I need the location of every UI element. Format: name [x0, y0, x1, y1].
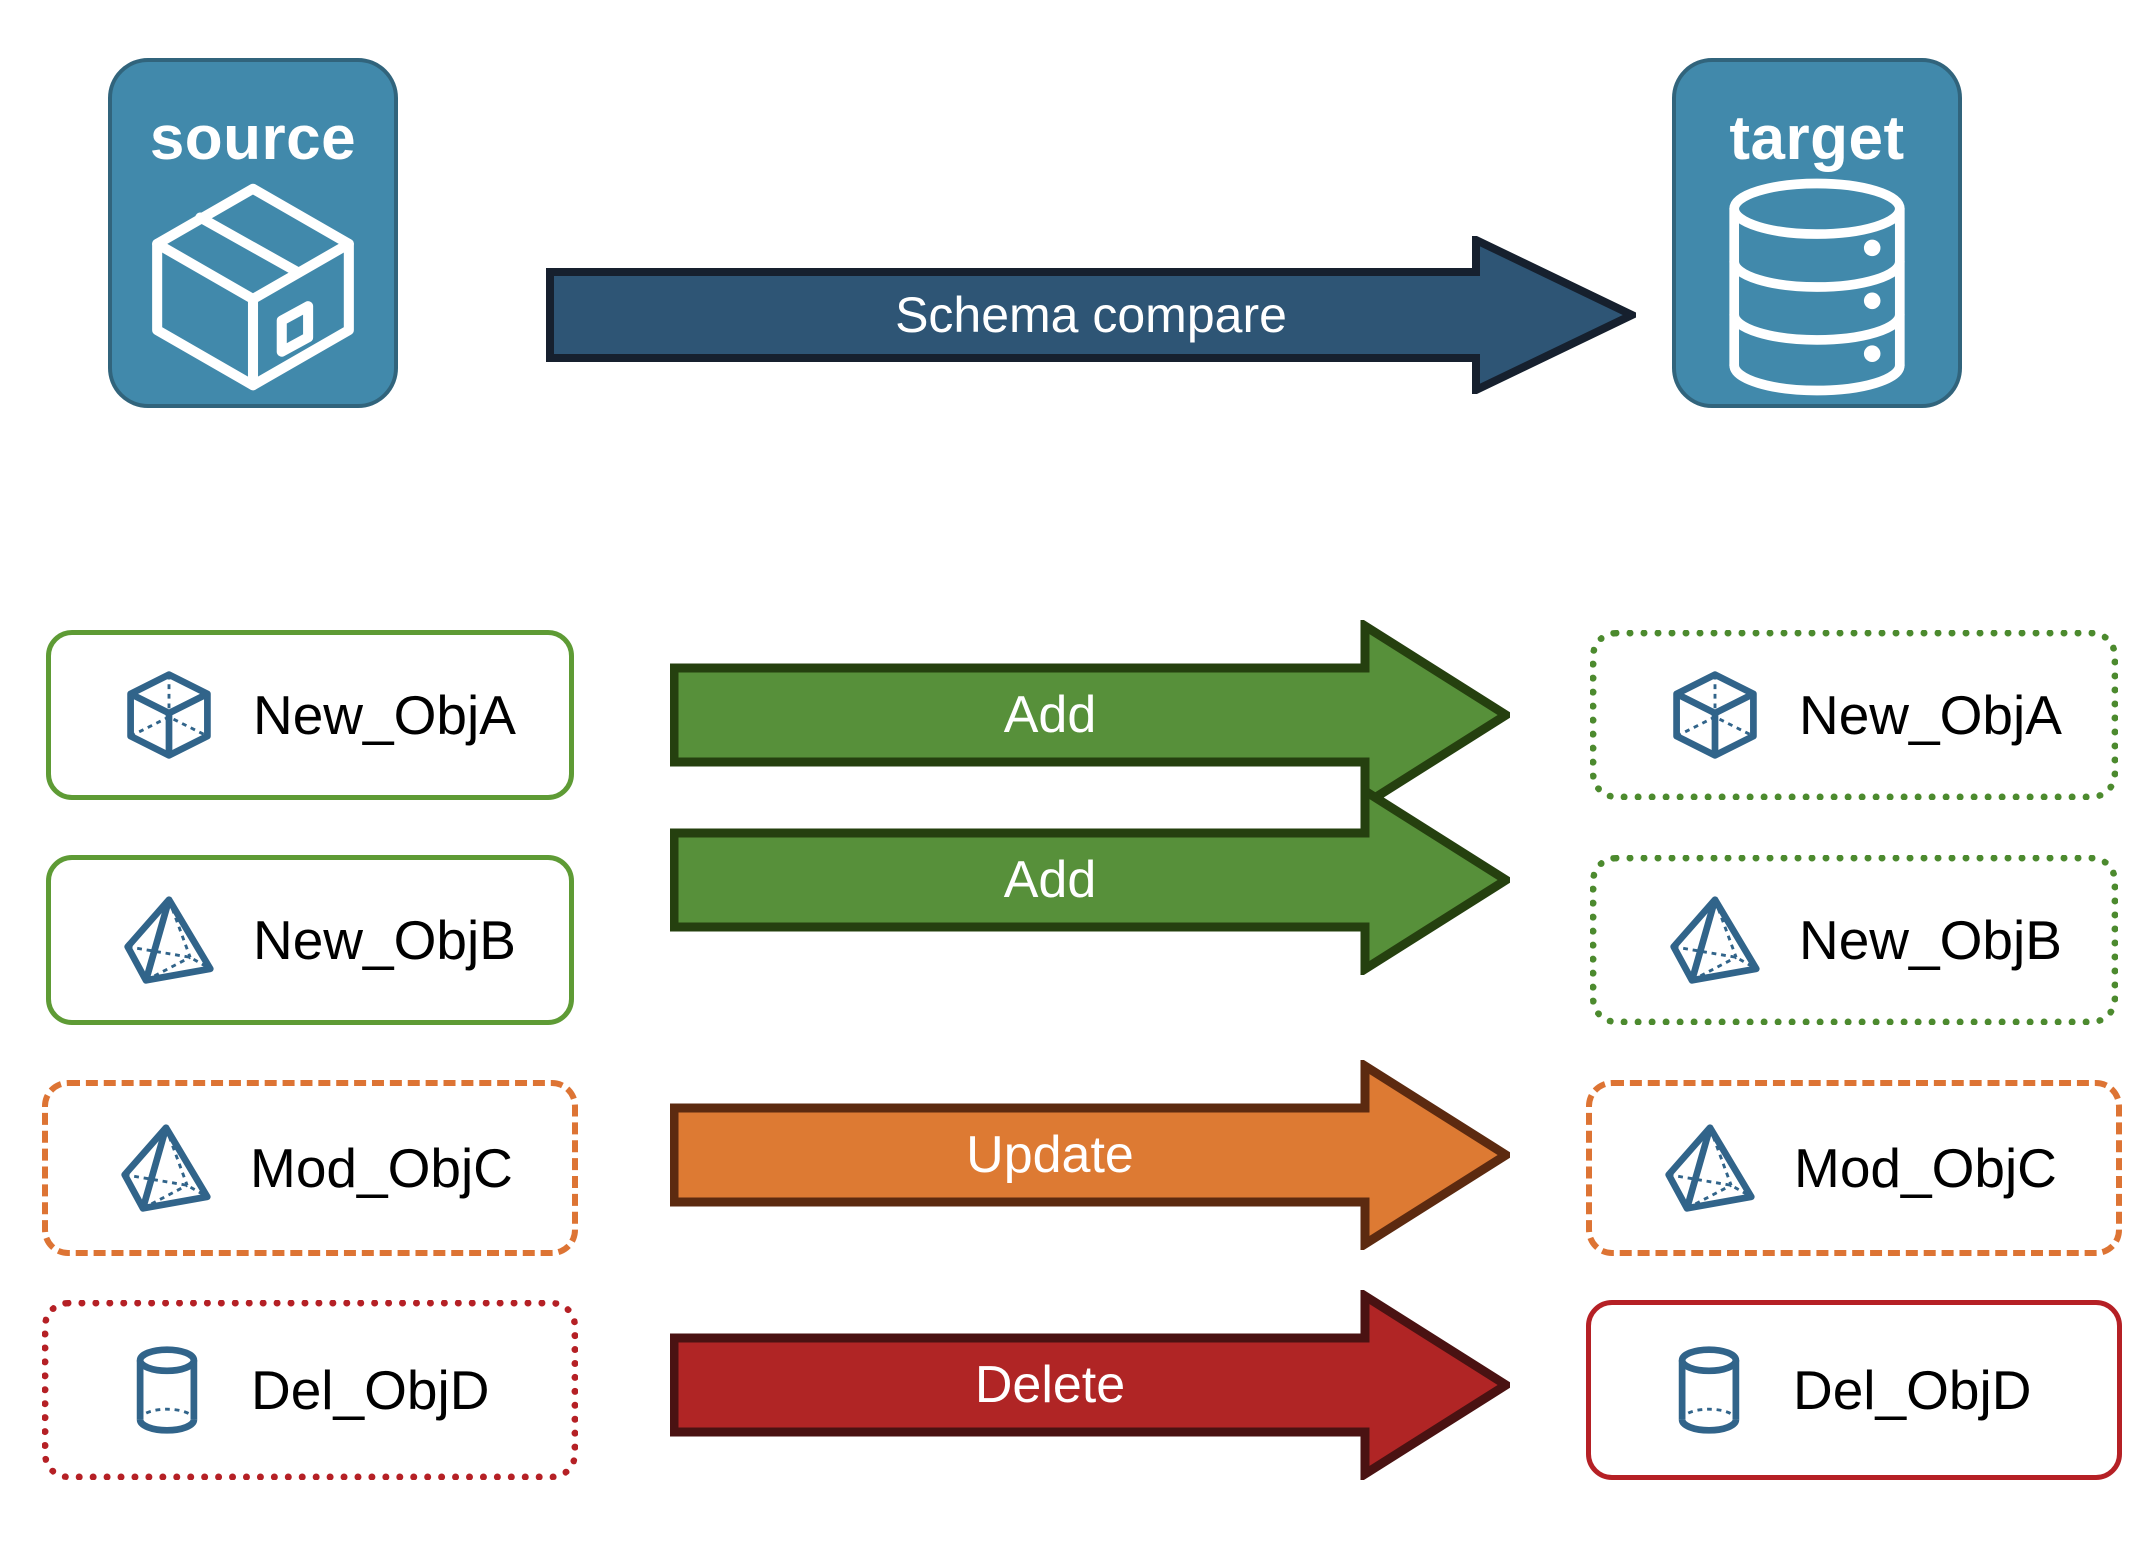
source-object-box-1[interactable]: New_ObjB — [46, 855, 574, 1025]
right-block-arrow-icon — [546, 236, 1636, 394]
right-block-arrow-icon — [670, 1060, 1510, 1250]
target-object-label-3: Del_ObjD — [1793, 1358, 2032, 1421]
action-label-1: Add — [1003, 851, 1097, 909]
wireframe-pyramid-icon — [118, 1120, 214, 1216]
source-object-label-2: Mod_ObjC — [250, 1136, 513, 1199]
target-object-box-1[interactable]: New_ObjB — [1590, 855, 2118, 1025]
wireframe-cube-icon — [1667, 667, 1763, 763]
wireframe-cylinder-icon — [1661, 1342, 1757, 1438]
source-title: source — [149, 104, 357, 173]
wireframe-pyramid-icon — [1667, 892, 1763, 988]
action-label-3: Delete — [974, 1356, 1126, 1414]
target-object-box-2[interactable]: Mod_ObjC — [1586, 1080, 2122, 1256]
action-label-0: Add — [1003, 686, 1097, 744]
schema-compare-arrow[interactable]: Schema compare — [546, 236, 1636, 394]
wireframe-pyramid-icon — [1662, 1120, 1758, 1216]
source-object-label-0: New_ObjA — [253, 683, 516, 746]
wireframe-cube-icon — [121, 667, 217, 763]
right-block-arrow-icon — [670, 785, 1510, 975]
action-arrow-1[interactable]: Add — [670, 785, 1510, 975]
action-label-2: Update — [966, 1126, 1134, 1184]
source-object-box-3[interactable]: Del_ObjD — [42, 1300, 578, 1480]
package-box-icon — [112, 170, 394, 404]
target-object-label-0: New_ObjA — [1799, 683, 2062, 746]
right-block-arrow-icon — [670, 1290, 1510, 1480]
target-object-label-1: New_ObjB — [1799, 908, 2062, 971]
source-object-label-1: New_ObjB — [253, 908, 516, 971]
source-object-label-3: Del_ObjD — [251, 1358, 490, 1421]
database-cylinder-icon — [1676, 170, 1958, 404]
target-object-box-0[interactable]: New_ObjA — [1590, 630, 2118, 800]
target-title: target — [1729, 104, 1905, 173]
wireframe-pyramid-icon — [121, 892, 217, 988]
source-object-box-2[interactable]: Mod_ObjC — [42, 1080, 578, 1256]
action-arrow-2[interactable]: Update — [670, 1060, 1510, 1250]
schema-compare-label: Schema compare — [895, 287, 1287, 343]
right-block-arrow-icon — [670, 620, 1510, 810]
target-endpoint-card[interactable]: target — [1672, 58, 1962, 408]
action-arrow-3[interactable]: Delete — [670, 1290, 1510, 1480]
target-object-label-2: Mod_ObjC — [1794, 1136, 2057, 1199]
source-endpoint-card[interactable]: source — [108, 58, 398, 408]
source-object-box-0[interactable]: New_ObjA — [46, 630, 574, 800]
wireframe-cylinder-icon — [119, 1342, 215, 1438]
action-arrow-0[interactable]: Add — [670, 620, 1510, 810]
target-object-box-3[interactable]: Del_ObjD — [1586, 1300, 2122, 1480]
